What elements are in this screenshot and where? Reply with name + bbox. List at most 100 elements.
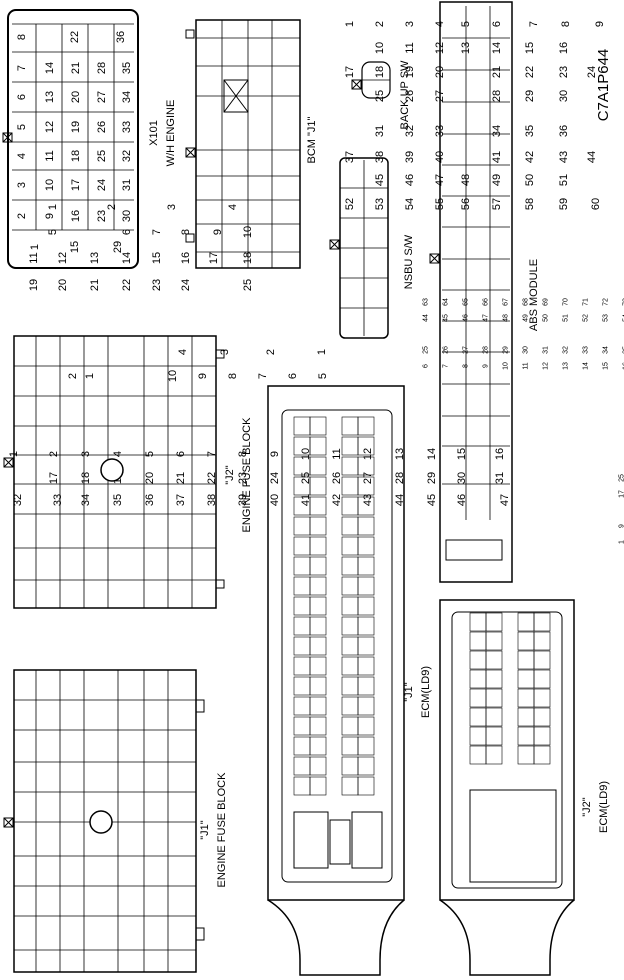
abs-latch <box>429 253 440 264</box>
ecm-j1-cell <box>309 636 327 656</box>
ecm-j1-pin: 71 <box>583 298 590 306</box>
fuse-j2-pin: 36 <box>558 125 570 137</box>
fuse-j2-pin: 25 <box>374 90 386 102</box>
backup-latch <box>351 79 362 90</box>
bcm-pin: 8 <box>180 229 192 235</box>
latch-cross <box>429 253 440 264</box>
ecm-j2-pin: 1 <box>619 540 624 544</box>
ecm-j1-cell <box>293 716 311 736</box>
ecm-j1-pin: 44 <box>423 314 430 322</box>
ecm-j1-pin: 30 <box>523 346 530 354</box>
ecm-j1-cell <box>357 456 375 476</box>
fuse-j2-pin: 60 <box>590 198 602 210</box>
ecm-j2-cell <box>533 688 551 708</box>
x101-pin: 33 <box>121 121 133 133</box>
ecm-j1-pin: 14 <box>583 362 590 370</box>
ecm-j1-housing <box>267 385 405 901</box>
ecm-j2-pin: 9 <box>619 524 624 528</box>
ecm-j2-cell <box>469 688 487 708</box>
bcm-pin: 1 <box>47 204 59 210</box>
ecm-j1-pin: 48 <box>503 314 510 322</box>
ecm-j1-pin: 53 <box>603 314 610 322</box>
x101-pin: 12 <box>44 121 56 133</box>
diagram-code: C7A1P644 <box>595 49 612 122</box>
ecm-j1-cell <box>357 496 375 516</box>
ecm-j1-cell <box>357 476 375 496</box>
ecm-j1-pin: 45 <box>443 314 450 322</box>
fuse-j2-pin: 51 <box>558 174 570 186</box>
bcm-label: BCM "J1" <box>306 116 318 163</box>
fuse-j2-pin: 57 <box>491 198 503 210</box>
fuse-j2-pin: 2 <box>374 21 386 27</box>
nsbu-pin: 7 <box>257 373 269 379</box>
fuse-j2-pin: 41 <box>491 151 503 163</box>
ecm-j1-cell <box>293 536 311 556</box>
ecm-j2-cell <box>533 745 551 765</box>
x101-pin: 1 <box>29 244 41 250</box>
fuse-j2-pin: 29 <box>524 90 536 102</box>
ecm-j1-cell <box>341 716 359 736</box>
ecm-j1-cell <box>293 756 311 776</box>
ecm-j1-cell <box>357 616 375 636</box>
ecm-j2-cell <box>533 631 551 651</box>
abs-pin: 43 <box>362 494 374 506</box>
abs-pin: 45 <box>426 494 438 506</box>
ecm-j1-cell <box>309 676 327 696</box>
ecm-j2-cell <box>469 669 487 689</box>
x101-label: X101 <box>148 120 160 146</box>
ecm-j2-cell <box>469 745 487 765</box>
ecm-j1-cell <box>309 756 327 776</box>
nsbu-pin: 1 <box>316 349 328 355</box>
fuse-j2-pin: 34 <box>491 125 503 137</box>
fuse-j2-pin: 14 <box>491 42 503 54</box>
ecm-j1-cell <box>309 416 327 436</box>
ecm-j1-cell <box>309 496 327 516</box>
fuse-j2-pin: 37 <box>344 151 356 163</box>
nsbu-latch <box>329 239 340 250</box>
ecm-j2-cell <box>485 688 503 708</box>
ecm-j1-pin: 33 <box>583 346 590 354</box>
ecm-j1-cell <box>309 696 327 716</box>
abs-pin: 6 <box>175 451 187 457</box>
abs-pin: 15 <box>456 448 468 460</box>
bcm-pin: 7 <box>151 229 163 235</box>
nsbu-pin: 3 <box>219 349 231 355</box>
x101-pin: 16 <box>70 210 82 222</box>
ecm-j1-cell <box>341 776 359 796</box>
ecm-j2-cell <box>469 650 487 670</box>
fuse-j1-bolt <box>89 810 113 834</box>
ecm-j2-cell <box>485 726 503 746</box>
bcm-pin: 18 <box>242 252 254 264</box>
ecm-j1-pin: 12 <box>543 362 550 370</box>
ecm-j1-label: "J1" <box>403 682 415 702</box>
bcm-pin: 5 <box>47 229 59 235</box>
fuse-j1-latch <box>3 817 14 828</box>
ecm-j1-pin: 63 <box>423 298 430 306</box>
fuse-j1-key <box>195 699 205 713</box>
fuse-j2-pin: 43 <box>558 151 570 163</box>
abs-pin: 42 <box>331 494 343 506</box>
ecm-j1-pin: 67 <box>503 298 510 306</box>
ecm-j1-cell <box>357 736 375 756</box>
fuse-j2-pin: 8 <box>560 21 572 27</box>
ecm-j1-cell <box>309 456 327 476</box>
bcm-pin: 6 <box>121 229 133 235</box>
ecm-j1-cell <box>341 556 359 576</box>
fuse-j2-pin: 54 <box>404 198 416 210</box>
x101-pin: 21 <box>70 62 82 74</box>
nsbu-pin: 8 <box>227 373 239 379</box>
fuse-j2-pin: 45 <box>374 174 386 186</box>
ecm-j1-pin: 27 <box>463 346 470 354</box>
x101-pin: 29 <box>112 241 124 253</box>
x101-pin: 36 <box>115 31 127 43</box>
x101-pin: 18 <box>70 150 82 162</box>
abs-pin: 21 <box>175 472 187 484</box>
abs-slot <box>445 539 503 561</box>
x101-pin: 7 <box>16 65 28 71</box>
ecm-j1-cell <box>357 416 375 436</box>
ecm-j1-cell <box>293 556 311 576</box>
fuse-j2-pin: 42 <box>524 151 536 163</box>
fuse-j2-bolt <box>100 458 124 482</box>
ecm-j1-cell <box>341 596 359 616</box>
